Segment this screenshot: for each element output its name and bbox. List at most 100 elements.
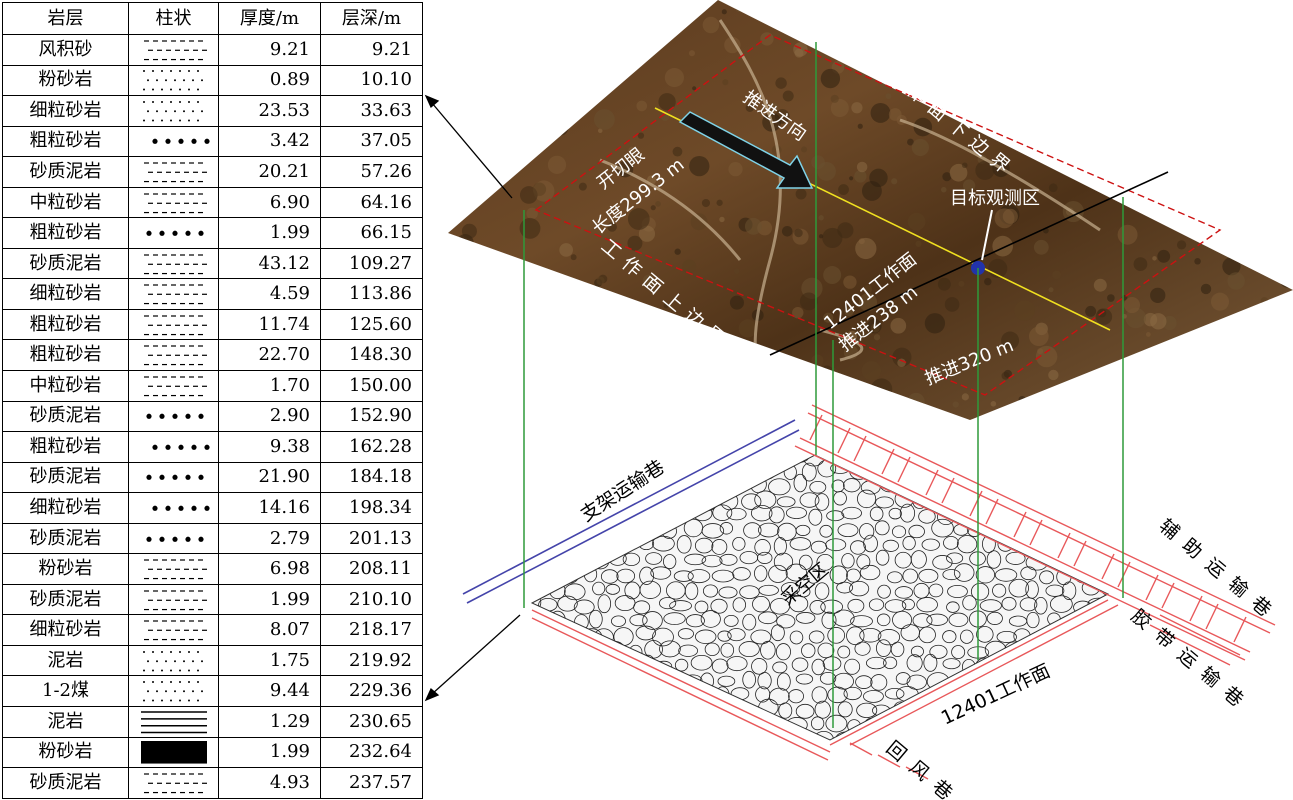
thickness-value: 43.12 — [218, 247, 321, 280]
column-pattern — [128, 217, 219, 249]
depth-value: 219.92 — [320, 644, 423, 677]
thickness-value: 1.70 — [218, 370, 321, 402]
label-aux-road: 辅助运输巷 — [1155, 515, 1276, 621]
lithology-pattern — [143, 40, 207, 60]
thickness-value: 1.99 — [218, 217, 321, 249]
roadways — [531, 404, 1276, 780]
thickness-value: 1.99 — [218, 583, 321, 616]
lithology-pattern — [142, 100, 203, 122]
depth-value: 232.64 — [320, 736, 423, 769]
thickness-value: 2.90 — [218, 400, 321, 433]
column-pattern — [128, 95, 219, 127]
lithology-pattern — [145, 414, 204, 420]
layer-name: 细粒砂岩 — [2, 492, 129, 524]
lithology-pattern — [151, 505, 210, 511]
layer-name: 粉砂岩 — [2, 736, 129, 769]
label-target: 目标观测区 — [950, 188, 1040, 209]
lithology-pattern — [151, 444, 210, 450]
column-pattern — [128, 247, 219, 280]
lithology-pattern — [145, 230, 204, 236]
thickness-value: 6.90 — [218, 186, 321, 219]
label-belt-road: 胶带运输巷 — [1127, 605, 1248, 711]
lithology-pattern — [143, 559, 207, 580]
column-pattern — [128, 492, 219, 524]
thickness-value: 1.75 — [218, 644, 321, 677]
depth-value: 37.05 — [320, 125, 423, 158]
thickness-value: 9.21 — [218, 34, 321, 66]
thickness-value: 1.29 — [218, 706, 321, 738]
depth-value: 162.28 — [320, 431, 423, 463]
link-arrows — [424, 94, 521, 702]
layer-name: 细粒砂岩 — [2, 614, 129, 646]
lithology-pattern — [143, 284, 207, 305]
layer-name: 粗粒砂岩 — [2, 339, 129, 372]
layer-name: 砂质泥岩 — [2, 156, 129, 188]
lithology-pattern — [151, 139, 210, 145]
lithology-pattern — [143, 192, 207, 213]
support-roadway — [462, 419, 800, 604]
layer-name: 细粒砂岩 — [2, 278, 129, 310]
column-pattern — [128, 278, 219, 310]
depth-value: 184.18 — [320, 461, 423, 494]
depth-value: 237.57 — [320, 767, 423, 799]
thickness-value: 9.44 — [218, 675, 321, 708]
column-pattern — [128, 64, 219, 97]
table-header-row: 岩层 柱状 厚度/m 层深/m — [2, 2, 423, 35]
lithology-pattern — [143, 162, 207, 183]
thickness-value: 1.99 — [218, 736, 321, 769]
column-pattern — [128, 767, 219, 799]
thickness-value: 6.98 — [218, 553, 321, 585]
thickness-value: 11.74 — [218, 308, 321, 341]
lithology-pattern — [143, 376, 207, 396]
thickness-value: 9.38 — [218, 431, 321, 463]
header-column: 柱状 — [128, 2, 219, 35]
lithology-pattern — [145, 536, 204, 542]
column-pattern — [128, 34, 219, 66]
depth-value: 57.26 — [320, 156, 423, 188]
depth-value: 229.36 — [320, 675, 423, 708]
lithology-pattern — [143, 345, 207, 366]
layer-name: 砂质泥岩 — [2, 522, 129, 555]
column-pattern — [128, 736, 219, 769]
depth-value: 150.00 — [320, 370, 423, 402]
column-pattern — [128, 583, 219, 616]
depth-value: 9.21 — [320, 34, 423, 66]
layer-name: 中粒砂岩 — [2, 186, 129, 219]
depth-value: 198.34 — [320, 492, 423, 524]
column-pattern — [128, 706, 219, 738]
depth-value: 113.86 — [320, 278, 423, 310]
lithology-pattern — [143, 253, 207, 274]
lithology-pattern — [142, 70, 203, 91]
lithology-pattern — [143, 620, 207, 641]
layer-name: 砂质泥岩 — [2, 767, 129, 799]
layer-name: 1-2煤 — [2, 675, 129, 708]
header-layer: 岩层 — [2, 2, 129, 35]
label-return-air: 回风巷 — [882, 737, 957, 800]
advance-line — [769, 171, 1169, 356]
thickness-value: 23.53 — [218, 95, 321, 127]
depth-value: 210.10 — [320, 583, 423, 616]
header-depth: 层深/m — [320, 2, 423, 35]
lithology-pattern — [142, 650, 203, 672]
layer-name: 砂质泥岩 — [2, 461, 129, 494]
layer-name: 砂质泥岩 — [2, 400, 129, 433]
column-pattern — [128, 431, 219, 463]
workface-boundary — [534, 34, 1222, 396]
layer-name: 粗粒砂岩 — [2, 125, 129, 158]
lithology-pattern — [143, 773, 207, 794]
projection-lines — [523, 42, 1124, 728]
label-support-road: 支架运输巷 — [577, 456, 669, 526]
